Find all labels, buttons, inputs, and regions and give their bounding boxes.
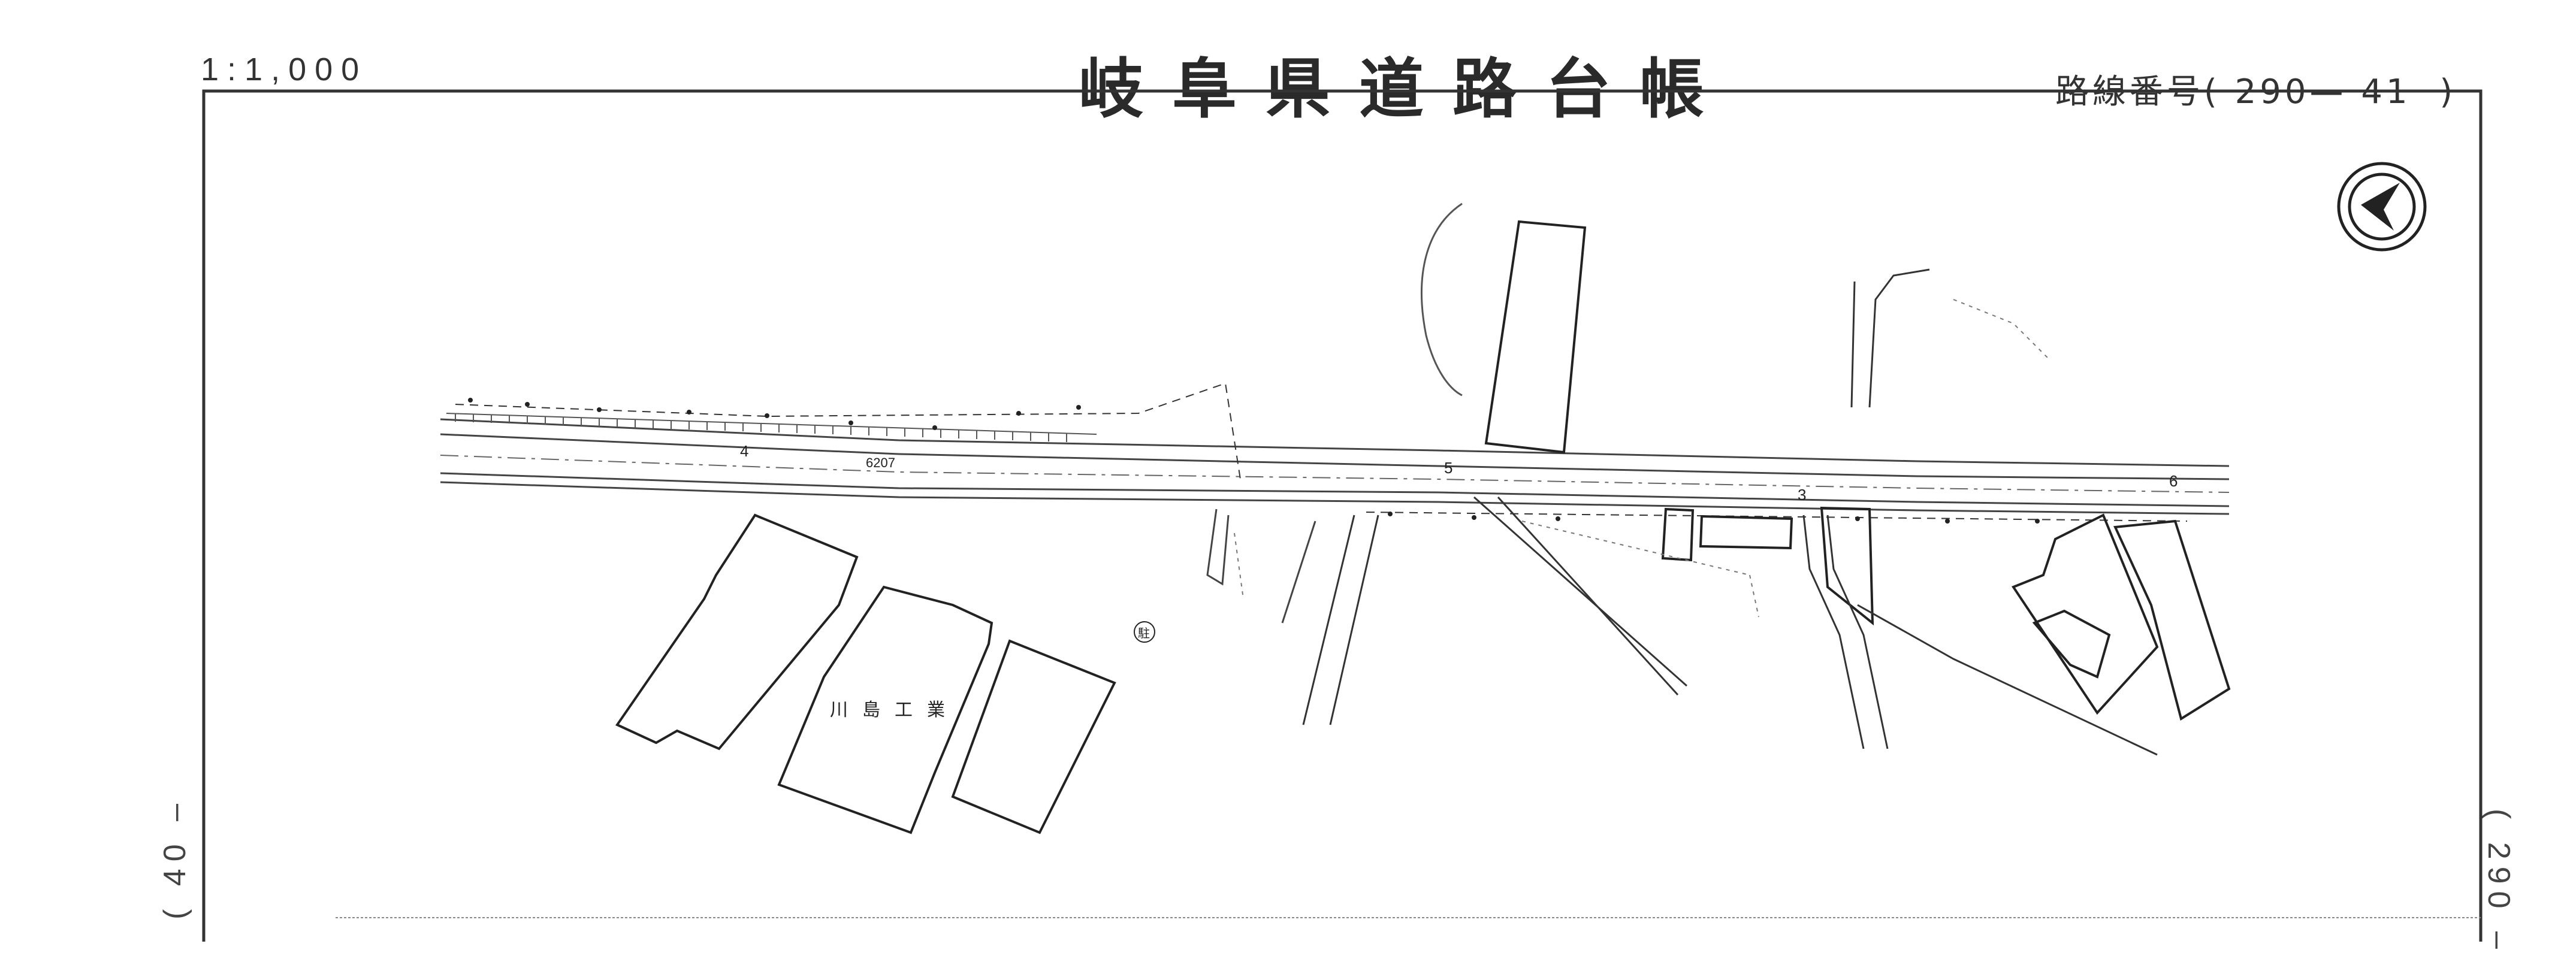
building (2032, 609, 2111, 679)
building (1820, 506, 1874, 626)
building (951, 639, 1116, 834)
map-scale: 1:1,000 (201, 52, 368, 87)
building-outlines (615, 220, 2231, 834)
station-number: 6 (2169, 472, 2178, 490)
sheet-frame (202, 89, 2483, 942)
north-arrow-icon (2337, 162, 2427, 252)
building (1699, 515, 1793, 550)
building (615, 513, 859, 751)
road-edges (440, 418, 2230, 515)
station-number: 4 (740, 442, 748, 460)
station-number: 3 (1798, 486, 1806, 504)
property-boundaries (1234, 299, 2050, 618)
station-number: 5 (1444, 459, 1452, 477)
road-centerline (440, 455, 2230, 493)
road-markers (468, 398, 2040, 524)
building (1484, 220, 1587, 454)
parking-symbol: 駐 (1134, 621, 1155, 643)
embankment-hatch (446, 202, 1463, 442)
building (2113, 519, 2231, 721)
drainage-ditch (1206, 509, 1316, 624)
row-boundary (455, 382, 2188, 522)
building (777, 585, 993, 834)
building (2011, 513, 2159, 715)
side-roads (1302, 268, 2158, 756)
svg-text:駐: 駐 (1138, 626, 1150, 640)
distance-label: 6207 (866, 455, 895, 470)
factory-label: 川島工業 (830, 700, 959, 721)
building (1661, 507, 1695, 562)
